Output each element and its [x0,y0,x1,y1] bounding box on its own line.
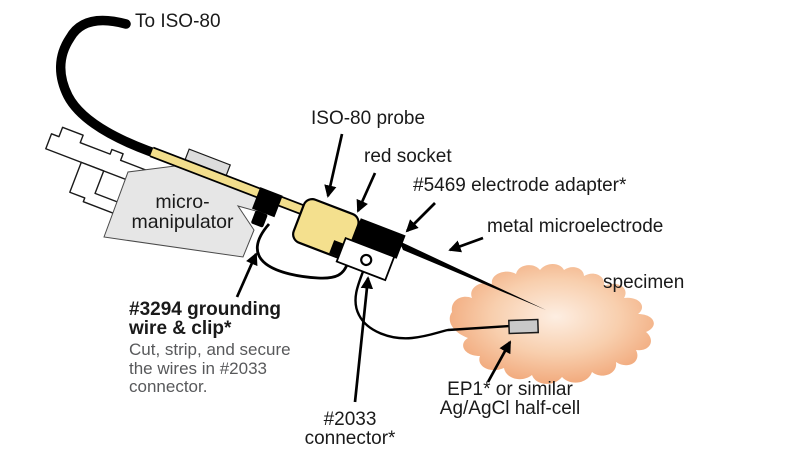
halfcell-label: EP1* or similar Ag/AgCl half-cell [430,380,590,418]
arrow-electrode [448,236,484,253]
micromanipulator-label-line2: manipulator [131,210,234,233]
socket-label: red socket [364,146,452,167]
cable-label: To ISO-80 [135,11,221,32]
halfcell-label-line2: Ag/AgCl half-cell [439,398,581,419]
grounding-clip-tab [251,210,268,228]
electrode-adapter-shape [351,218,406,259]
grounding-note-line2: the wires in #2033 [129,358,267,378]
arrow-connector [353,276,374,403]
connector-label-line1: #2033 [323,409,377,430]
grounding-label-line2: wire & clip* [129,318,232,339]
specimen-label: specimen [603,272,685,293]
halfcell-lead [447,325,511,331]
grounding-note-line3: connector. [129,377,208,396]
probe-cable [150,148,322,220]
grounding-note-line1: Cut, strip, and secure [129,340,291,359]
arrow-probe [324,133,344,198]
grounding-note: Cut, strip, and secure the wires in #203… [129,340,291,397]
arrow-halfcell [486,340,512,383]
connector-label: #2033 connector* [275,410,425,448]
cable-block [252,187,283,218]
halfcell-shape [508,318,540,335]
halfcell-wire [354,263,511,340]
micromanipulator-label-line1: micro- [155,191,210,213]
arrow-socket [356,172,377,213]
arrow-adapter [405,202,436,233]
halfcell-label-line1: EP1* or similar [447,379,573,400]
probe-label: ISO-80 probe [311,108,426,129]
iso80-cable [56,15,177,164]
connector-terminal [360,253,373,267]
arrow-grounding [235,252,258,298]
electrode-label: metal microelectrode [487,216,664,237]
grounding-label-line1: #3294 grounding [129,299,282,320]
micromanipulator-label: micro- manipulator [110,191,255,233]
adapter-label: #5469 electrode adapter* [413,175,627,196]
grounding-label: #3294 grounding wire & clip* [129,300,281,338]
metal-microelectrode-shape [399,241,546,310]
connector-label-line2: connector* [304,428,396,449]
